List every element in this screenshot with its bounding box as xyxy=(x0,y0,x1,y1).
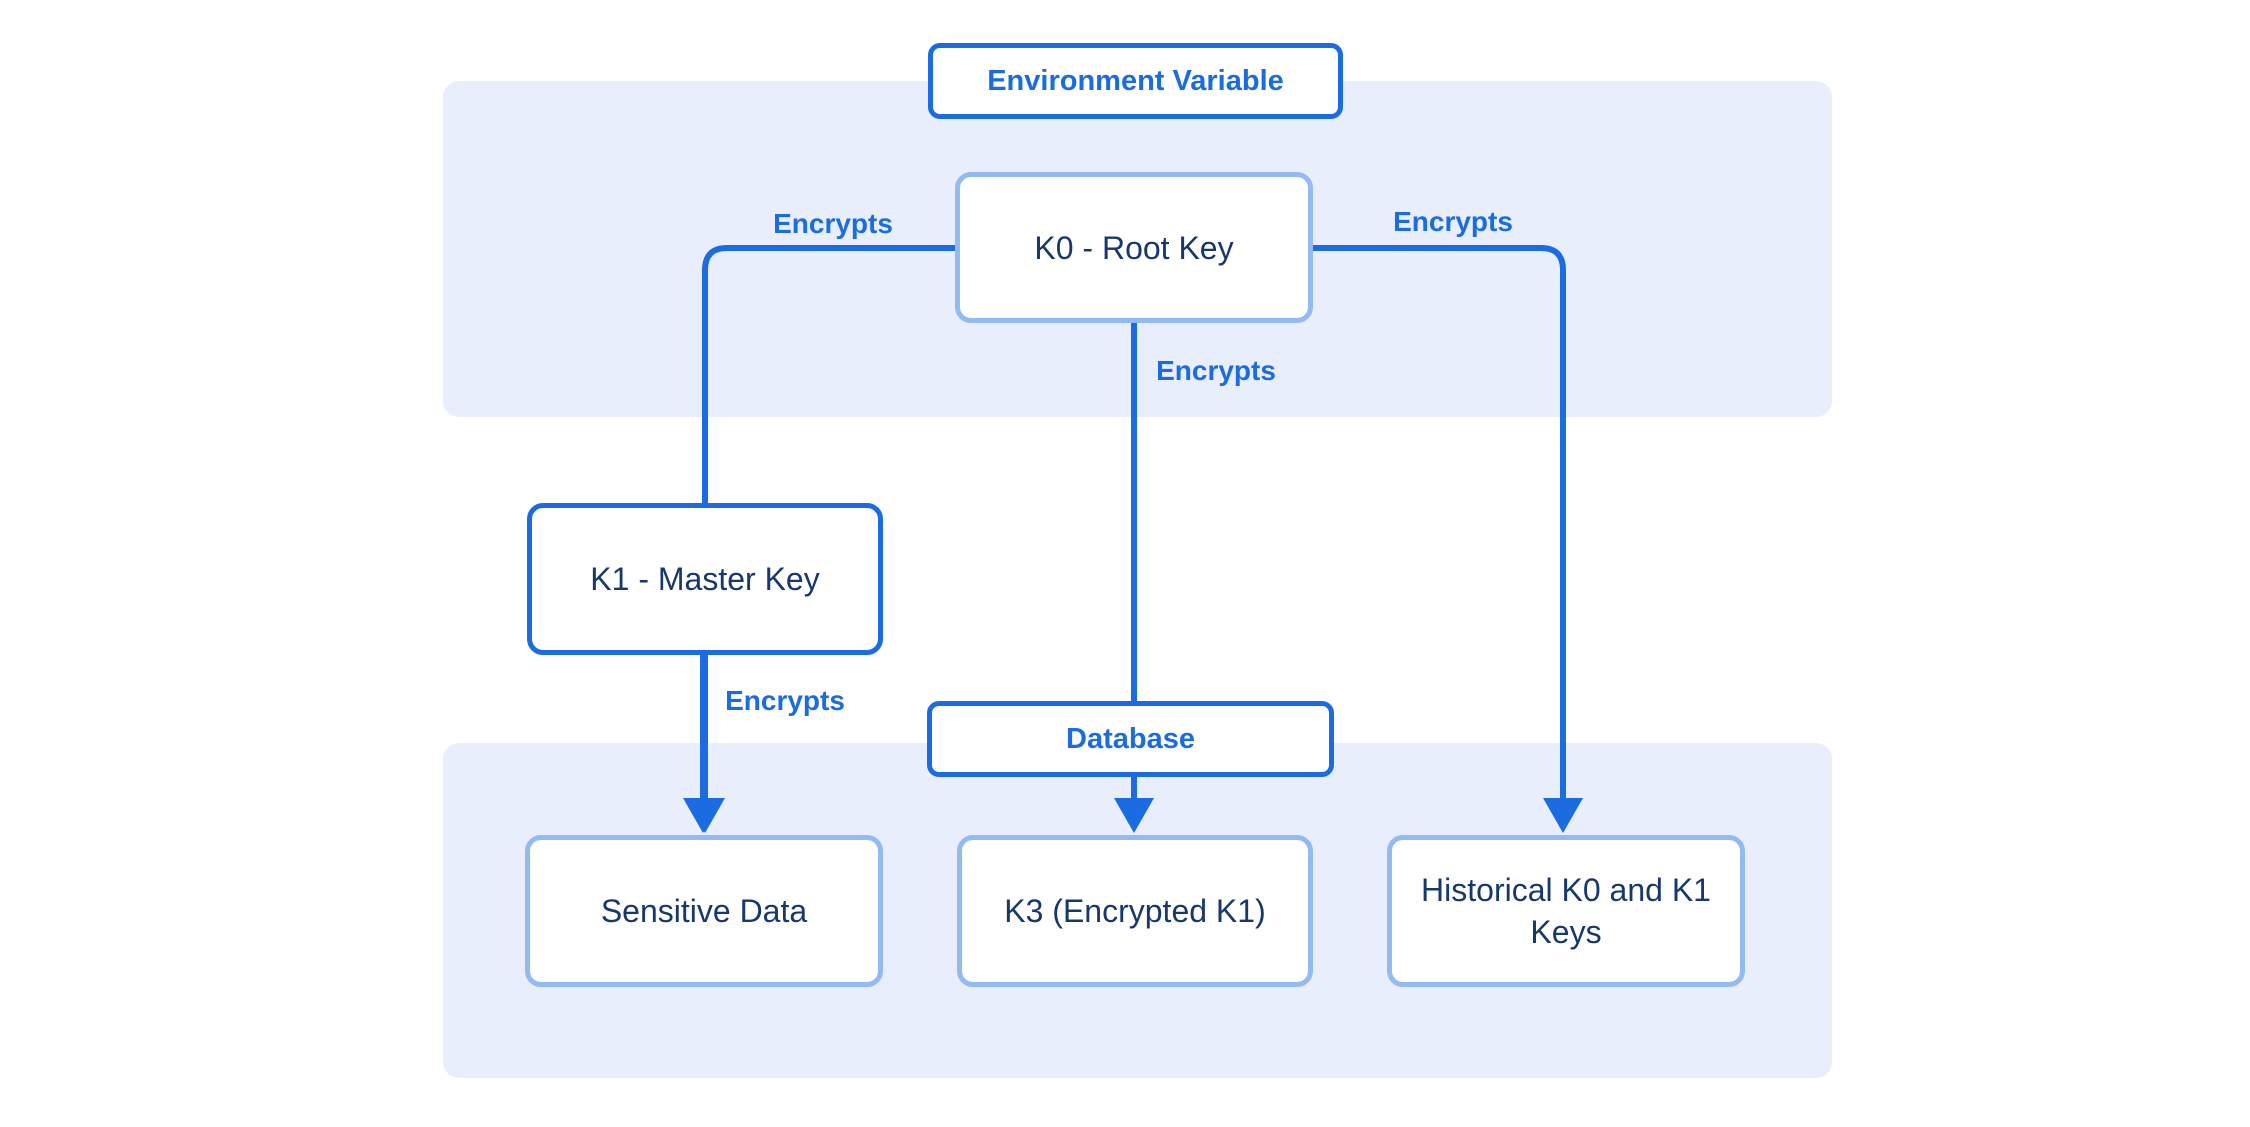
node-k1-master-key: K1 - Master Key xyxy=(527,503,883,655)
environment-variable-label-text: Environment Variable xyxy=(987,64,1284,97)
edge-label-k0-k3: Encrypts xyxy=(1156,355,1276,386)
edge-k0-to-historical xyxy=(1313,245,1583,833)
edge-label-k0-historical: Encrypts xyxy=(1393,206,1513,237)
edge-k1-to-sensitive xyxy=(683,655,723,833)
database-label-text: Database xyxy=(1066,722,1195,755)
node-sensitive-data: Sensitive Data xyxy=(525,835,883,987)
node-k1-label: K1 - Master Key xyxy=(590,561,820,597)
node-k3-encrypted-k1: K3 (Encrypted K1) xyxy=(957,835,1313,987)
node-k3-label: K3 (Encrypted K1) xyxy=(1004,893,1266,929)
node-k0-root-key: K0 - Root Key xyxy=(955,172,1313,323)
database-label: Database xyxy=(927,701,1334,777)
node-sensitive-data-label: Sensitive Data xyxy=(600,893,808,929)
edge-label-k1-sensitive: Encrypts xyxy=(725,685,845,716)
node-k0-label: K0 - Root Key xyxy=(1034,229,1234,266)
node-historical-keys: Historical K0 and K1 Keys xyxy=(1387,835,1745,987)
node-historical-keys-label: Historical K0 and K1 Keys xyxy=(1421,872,1711,950)
edge-label-k0-k1: Encrypts xyxy=(773,208,893,239)
environment-variable-label: Environment Variable xyxy=(928,43,1343,119)
